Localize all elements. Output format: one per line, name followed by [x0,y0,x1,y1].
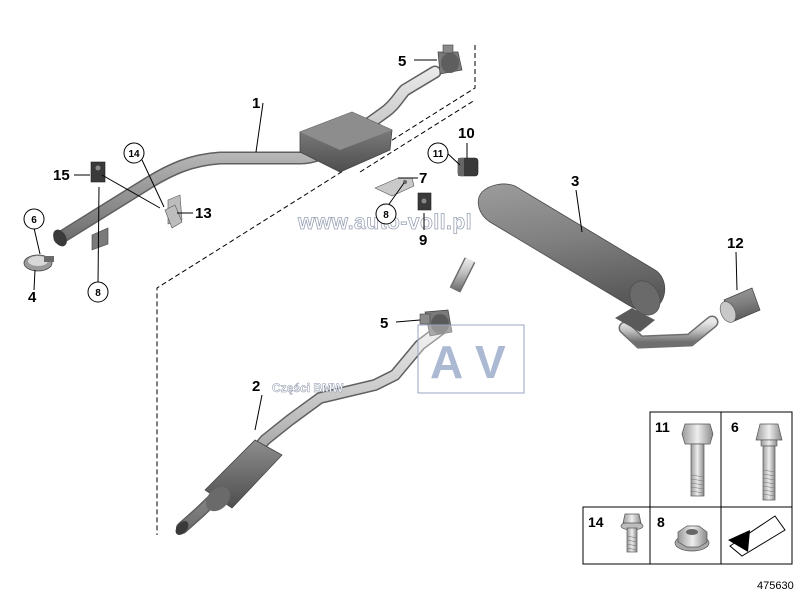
callout-labels: 1 2 3 4 5 5 6 7 8 8 9 10 11 12 13 14 15 [23,53,744,395]
table-label-14: 14 [588,514,604,530]
logo-letter-a: A [430,336,463,388]
callout-6: 6 [31,215,37,226]
logo-letter-v: V [475,336,506,388]
assembly-boundary-lines [156,45,476,535]
tailpipe-trim[interactable] [717,287,761,325]
callout-9: 9 [419,232,427,249]
callout-14: 14 [128,149,140,160]
rear-pipe-assembly[interactable] [173,324,446,537]
watermark-logo: A V Części BMW [272,324,525,395]
rear-silencer[interactable] [449,183,719,349]
callout-1: 1 [252,95,260,112]
clamp-lower[interactable] [419,309,453,337]
callout-8-b: 8 [95,288,101,299]
bracket[interactable] [164,204,183,229]
callout-12: 12 [727,235,744,252]
callout-10: 10 [458,125,475,142]
leader-lines [33,59,738,431]
rubber-mount[interactable] [90,161,106,183]
hanger-bracket[interactable] [374,177,415,197]
rubber-mount-3[interactable] [457,157,479,177]
callout-11-circle [427,142,449,164]
bolt-11-icon [681,423,714,497]
pipe-clamp[interactable] [23,254,54,272]
arrow-symbol-icon [728,515,786,557]
table-label-6: 6 [731,419,739,435]
callout-2: 2 [252,378,260,395]
callout-7: 7 [419,170,427,187]
table-label-8: 8 [657,514,665,530]
table-label-11: 11 [655,419,670,435]
callout-8-circle-a [375,203,397,225]
callout-15: 15 [53,167,70,184]
clamp-upper[interactable] [437,44,463,75]
bolt-14-icon [620,513,644,553]
callout-5-lower: 5 [380,315,388,332]
callout-3: 3 [571,173,579,190]
callout-4: 4 [28,289,37,306]
logo-caption: Części BMW [272,381,344,395]
callout-14-circle [123,142,145,164]
diagram-ref-number: 475630 [757,580,794,592]
callout-13: 13 [195,205,212,222]
fastener-table: 11 6 14 [582,411,793,565]
bolt-6-icon [755,423,783,501]
front-pipe-assembly[interactable] [50,65,442,251]
callout-8-circle-b [87,281,109,303]
callout-6-circle [23,208,45,230]
nut-8-icon [674,525,710,552]
callout-5-upper: 5 [398,53,406,70]
rubber-mount-2[interactable] [417,192,432,211]
callout-11: 11 [433,149,444,160]
callout-8-a: 8 [383,210,389,221]
